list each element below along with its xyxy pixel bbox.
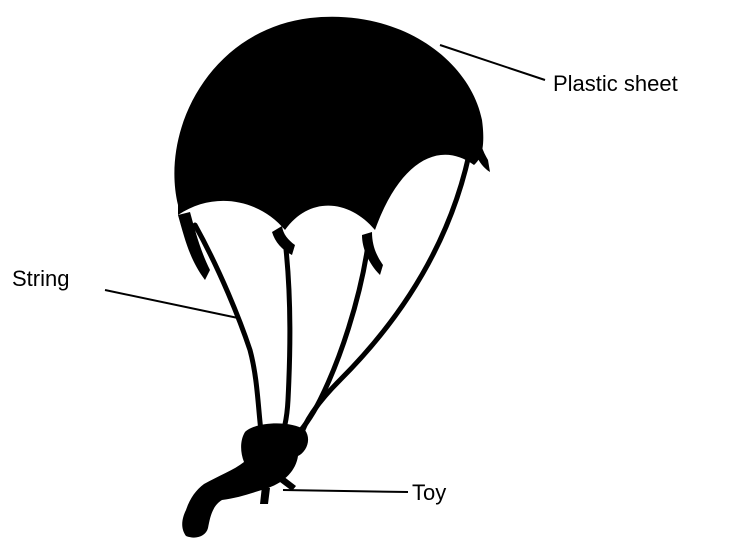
toy-figure xyxy=(182,423,308,537)
string-leader-line xyxy=(105,290,238,318)
string-label: String xyxy=(12,268,69,290)
toy-limb xyxy=(280,476,296,491)
plastic-sheet-canopy xyxy=(174,17,483,230)
string-line xyxy=(195,225,262,440)
plastic-sheet-label: Plastic sheet xyxy=(553,73,678,95)
string-line xyxy=(292,245,368,440)
toy-leader-line xyxy=(283,490,408,492)
string-line xyxy=(280,240,290,440)
toy-label: Toy xyxy=(412,482,446,504)
